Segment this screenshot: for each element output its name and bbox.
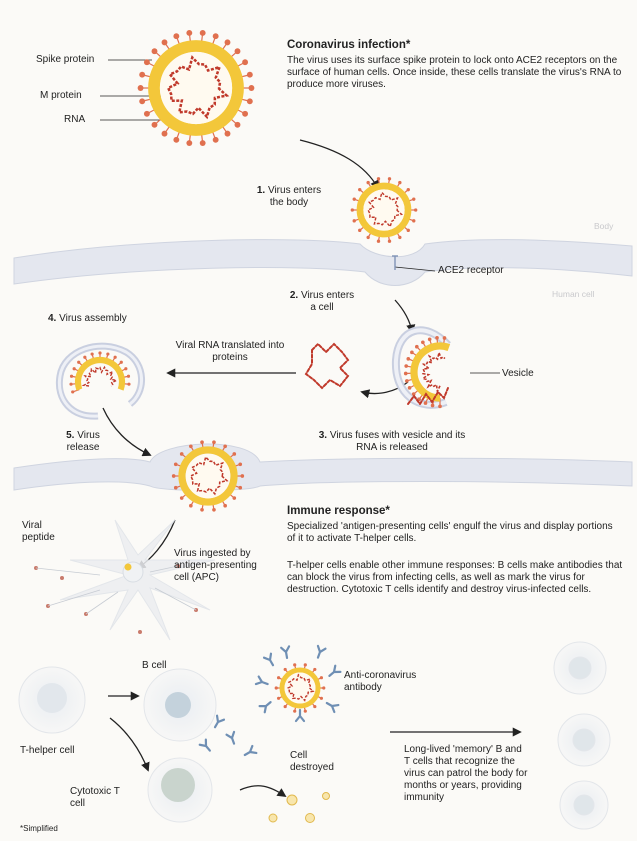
virus-assembling (69, 351, 130, 393)
label-ace2-receptor: ACE2 receptor (438, 265, 504, 277)
label-human-cell: Human cell (552, 288, 595, 300)
virus-enters-body (351, 177, 418, 243)
label-cell-destroyed: Cell destroyed (290, 750, 340, 774)
arrow-destroy (240, 786, 285, 796)
infection-description: The virus uses its surface spike protein… (287, 55, 622, 92)
immune-paragraph-2: T-helper cells enable other immune respo… (287, 560, 627, 597)
antibody-10 (243, 746, 257, 758)
virus-with-antibodies (275, 663, 326, 713)
step-1: 1. Virus enters the body (250, 185, 328, 209)
label-t-helper: T-helper cell (20, 745, 74, 757)
body-membrane (14, 240, 632, 286)
antibodies (200, 646, 341, 759)
immune-paragraph-1: Specialized 'antigen-presenting cells' e… (287, 521, 622, 545)
label-b-cell: B cell (142, 660, 166, 672)
label-viral-peptide: Viral peptide (22, 520, 74, 544)
label-body: Body (594, 220, 613, 232)
footnote: *Simplified (20, 823, 58, 835)
label-m-protein: M protein (40, 90, 82, 102)
antibody-7 (256, 677, 269, 688)
step-3: 3. Virus fuses with vesicle and its RNA … (312, 430, 472, 454)
step-4: 4. Virus assembly (48, 313, 158, 325)
antibody-9 (227, 732, 238, 745)
antibody-6 (260, 699, 274, 712)
label-vesicle: Vesicle (502, 368, 534, 380)
memory-cells (554, 642, 610, 829)
label-virus-ingested: Virus ingested by antigen-presenting cel… (174, 548, 260, 584)
label-viral-rna-translated: Viral RNA translated into proteins (174, 340, 286, 364)
antibody-2 (314, 646, 325, 659)
antibody-0 (264, 654, 276, 668)
label-spike-protein: Spike protein (36, 54, 94, 66)
b-cell (144, 669, 216, 741)
label-antibody: Anti-coronavirus antibody (344, 670, 440, 694)
t-helper-cell (19, 667, 85, 733)
antibody-3 (327, 666, 341, 679)
label-rna: RNA (64, 114, 85, 126)
arrow-to-cytotoxic (110, 718, 148, 770)
step-5: 5. Virus release (52, 430, 114, 454)
destroyed-cell-fragments (269, 793, 330, 823)
step-2: 2. Virus enters a cell (288, 290, 356, 314)
antibody-4 (325, 700, 339, 712)
immune-title: Immune response* (287, 504, 617, 518)
arrow-to-cell (395, 300, 412, 332)
antibody-1 (281, 646, 291, 658)
antibody-11 (200, 740, 213, 754)
label-memory-cells: Long-lived 'memory' B and T cells that r… (404, 744, 528, 804)
antibody-5 (296, 710, 304, 721)
label-cytotoxic: Cytotoxic T cell (70, 786, 126, 810)
cytotoxic-t-cell (148, 758, 212, 822)
viruses (69, 30, 448, 713)
infection-title: Coronavirus infection* (287, 38, 617, 52)
virus-large (138, 30, 255, 146)
arrow-to-body (300, 140, 378, 188)
